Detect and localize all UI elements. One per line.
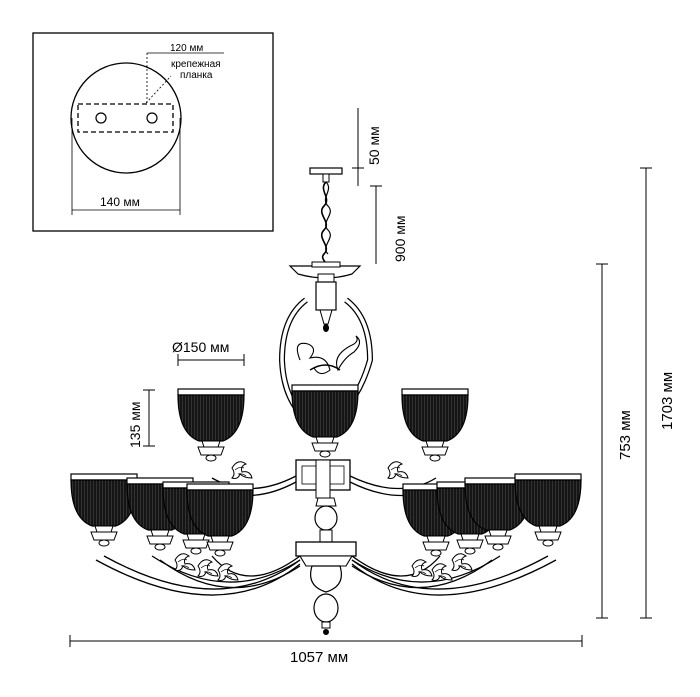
shade-upper-left: [177, 388, 245, 462]
dimensions: 50 мм 900 мм Ø150 мм 135 мм 753 мм 1703 …: [69, 108, 676, 666]
dim-shade-diameter-label: Ø150 мм: [172, 339, 229, 355]
dim-width-label: 1057 мм: [290, 649, 348, 666]
dim-shade-height-label: 135 мм: [127, 402, 143, 449]
canopy: [309, 167, 343, 175]
plank-label-1: крепежная: [171, 59, 221, 70]
plank-label-2: планка: [180, 70, 213, 81]
chain: [320, 181, 328, 265]
dim-chain-label: 900 мм: [392, 216, 408, 263]
dim-plank-label: 120 мм: [170, 43, 203, 54]
dim-base-label: 140 мм: [100, 195, 140, 209]
shade-upper-right: [401, 388, 469, 462]
upper-tier-shades: [177, 384, 469, 462]
lower-arms: [95, 553, 557, 596]
screw-hole-left: [95, 112, 107, 124]
shade-upper-center: [291, 384, 359, 458]
dim-total-height-label: 1703 мм: [659, 372, 676, 430]
shade-lower-8: [514, 473, 582, 547]
dim-body-height-label: 753 мм: [617, 410, 634, 460]
mounting-plank: [77, 103, 174, 133]
mounting-inset: 120 мм крепежная планка 140 мм: [32, 32, 274, 232]
upper-body: [278, 261, 374, 432]
screw-hole-right: [146, 112, 158, 124]
dim-canopy-label: 50 мм: [366, 126, 382, 165]
center-hub: [203, 459, 445, 635]
ceiling-plate: [70, 62, 182, 174]
canopy-and-chain: [309, 167, 343, 265]
